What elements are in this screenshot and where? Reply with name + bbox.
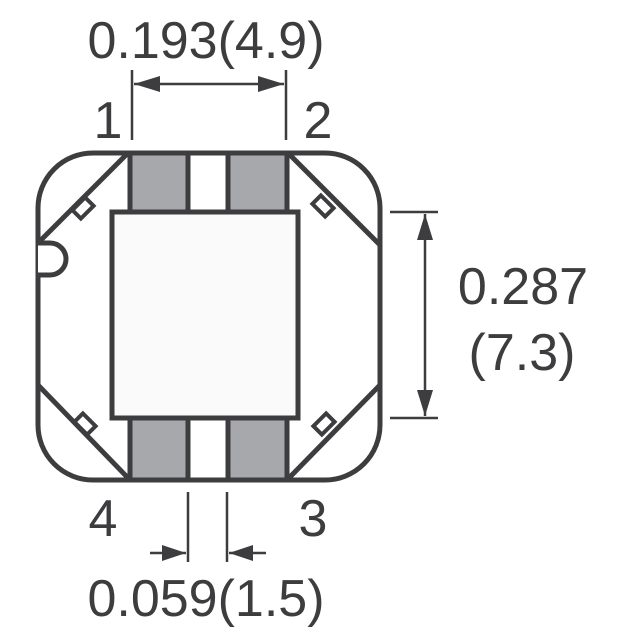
pad-3 xyxy=(225,415,290,483)
corner-tab xyxy=(310,410,338,438)
pad-1 xyxy=(127,150,191,216)
center-core xyxy=(109,209,301,421)
arrow-right-icon xyxy=(162,545,186,561)
pin-label-2: 2 xyxy=(304,92,333,150)
arrow-up-icon xyxy=(417,214,433,240)
pad-4 xyxy=(127,415,191,483)
pad-2 xyxy=(225,150,290,216)
pin1-notch xyxy=(38,240,69,278)
height-mm-label: (7.3) xyxy=(469,324,576,382)
arrow-left-icon xyxy=(229,545,253,561)
pad-gap-label: 0.059(1.5) xyxy=(87,570,324,628)
height-inch-label: 0.287 xyxy=(458,258,588,316)
pin-label-4: 4 xyxy=(89,490,118,548)
pin-label-3: 3 xyxy=(299,490,328,548)
arrow-down-icon xyxy=(417,390,433,416)
height-dimension: 0.287 (7.3) xyxy=(390,210,588,420)
corner-tab xyxy=(309,192,337,220)
pin-pitch-dimension: 0.193(4.9) xyxy=(87,12,325,140)
pin-label-1: 1 xyxy=(94,92,123,150)
pin-pitch-label: 0.193(4.9) xyxy=(87,12,324,70)
corner-tab xyxy=(71,410,99,438)
pad-gap-dimension: 0.059(1.5) xyxy=(87,492,325,628)
arrow-right-icon xyxy=(258,76,284,92)
arrow-left-icon xyxy=(134,76,160,92)
component-body xyxy=(35,150,383,483)
corner-tab xyxy=(69,194,97,222)
